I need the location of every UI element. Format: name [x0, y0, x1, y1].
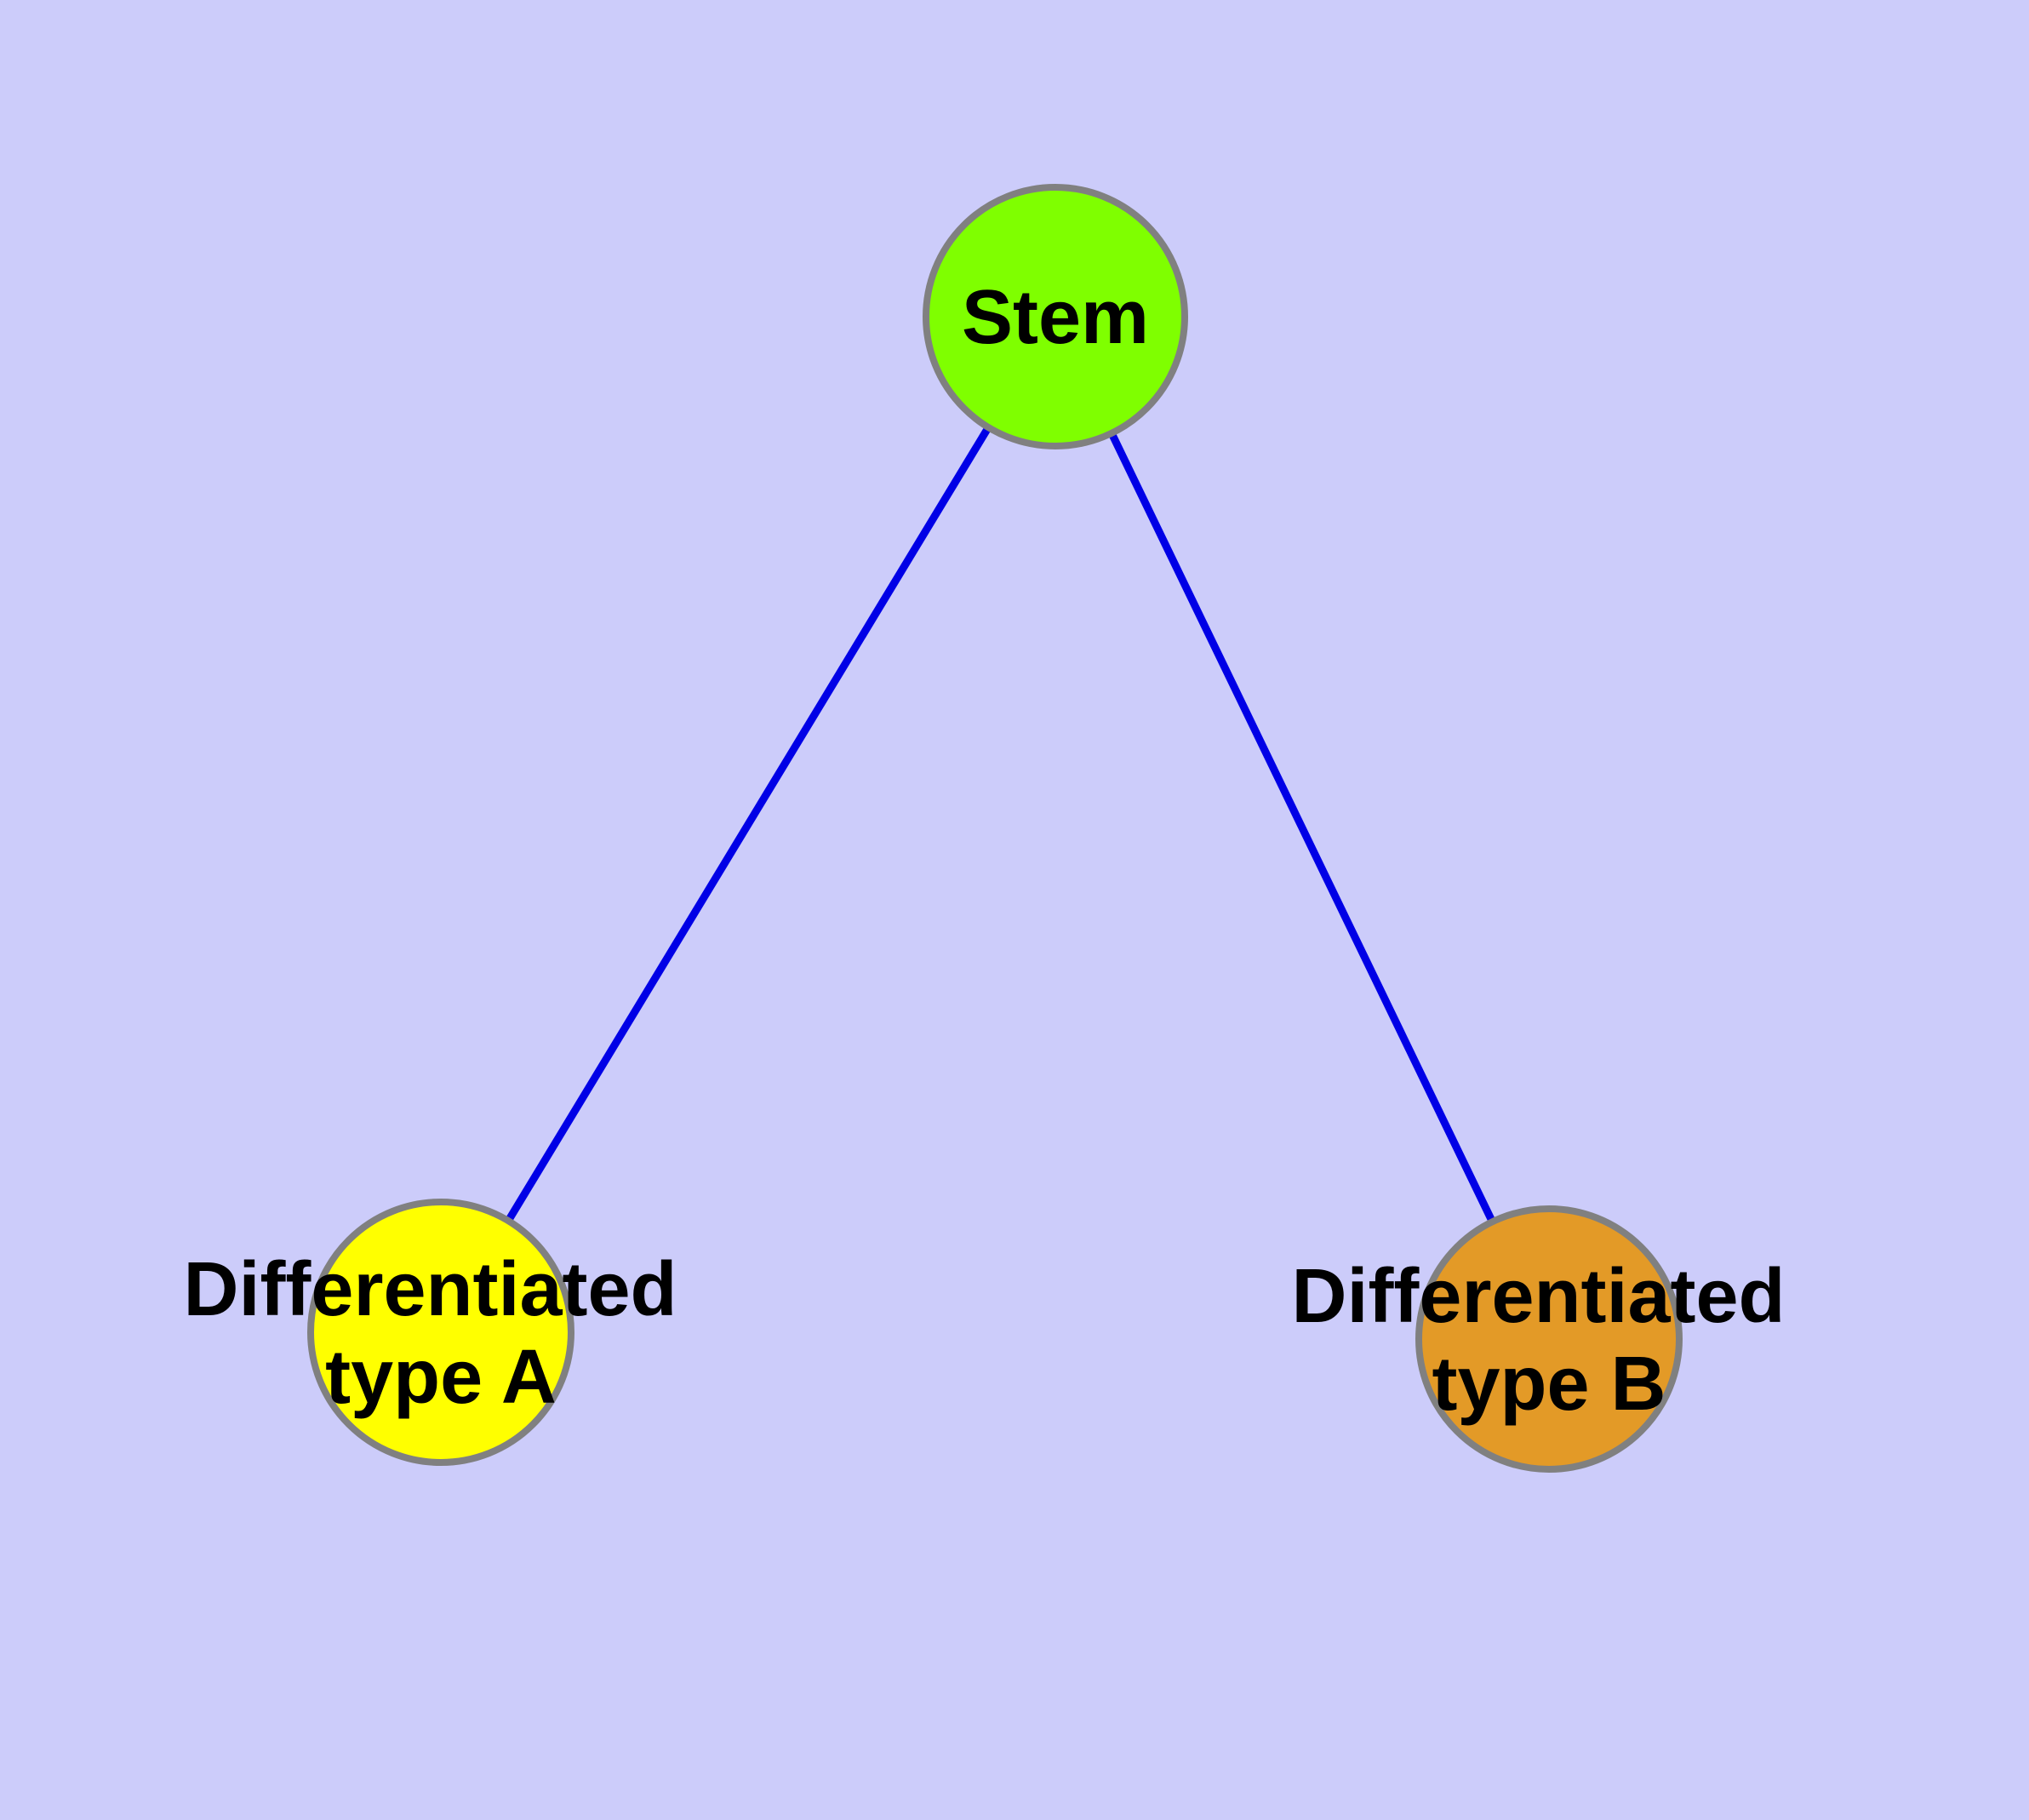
node-differentiated-type-b-label: Differentiated type B	[1291, 1254, 1806, 1427]
node-stem[interactable]	[923, 184, 1188, 449]
edge-stem-to-differentiated-type-a[interactable]	[437, 314, 1059, 1335]
node-differentiated-type-a-label-line-1: Differentiated	[183, 1247, 677, 1332]
node-differentiated-type-a-label-line-2: type A	[325, 1335, 557, 1420]
node-stem-circle[interactable]	[923, 184, 1188, 449]
node-stem-label: Stem	[962, 275, 1149, 360]
edges-layer	[437, 314, 1553, 1341]
edge-stem-to-differentiated-type-b[interactable]	[1051, 315, 1553, 1341]
node-differentiated-type-a[interactable]	[307, 1199, 574, 1466]
node-differentiated-type-b-circle[interactable]	[1415, 1205, 1683, 1473]
node-differentiated-type-b-label-line-2: type B	[1432, 1342, 1666, 1427]
node-differentiated-type-b-label-line-1: Differentiated	[1291, 1254, 1785, 1339]
labels-layer: Stem Differentiated type A Differentiate…	[183, 275, 1806, 1427]
nodes-layer	[307, 184, 1683, 1473]
node-differentiated-type-a-circle[interactable]	[307, 1199, 574, 1466]
node-differentiated-type-b[interactable]	[1415, 1205, 1683, 1473]
node-differentiated-type-a-label: Differentiated type A	[183, 1247, 698, 1420]
node-stem-label-line-1: Stem	[962, 275, 1149, 360]
